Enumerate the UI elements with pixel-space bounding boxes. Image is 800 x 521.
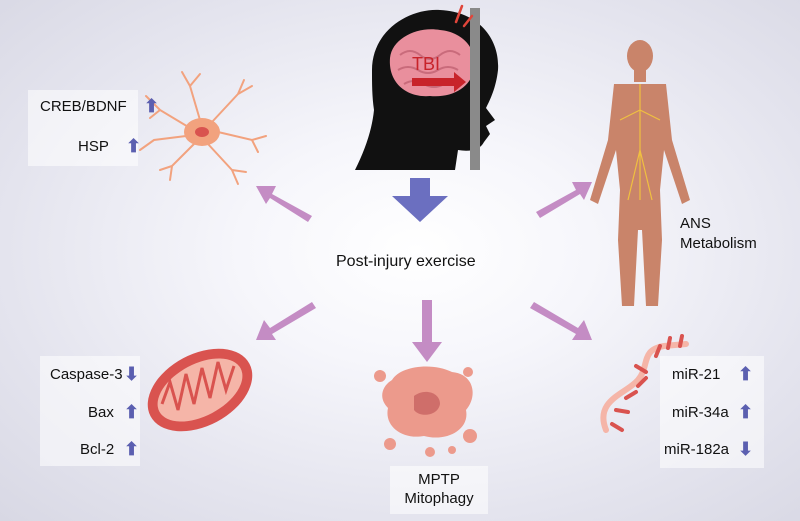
main-down-arrow: [392, 178, 448, 222]
radial-arrows: [256, 182, 592, 362]
rna-strand-icon: [600, 334, 689, 433]
up-arrow-icon: ⬆: [126, 136, 142, 156]
marker-label: miR-182a: [664, 441, 730, 458]
mitochondrion-icon: [147, 348, 253, 432]
marker-label: Bax: [88, 404, 114, 421]
mirna-marker-panel: [660, 356, 764, 468]
mitophagy-label: Mitophagy: [404, 490, 474, 507]
center-label: Post-injury exercise: [336, 253, 476, 270]
up-arrow-icon: ⬆: [124, 402, 140, 422]
marker-label: miR-34a: [672, 404, 729, 421]
human-body-icon: [590, 40, 690, 306]
mito-marker-panel: [40, 356, 140, 466]
ans-label: ANS: [680, 215, 711, 232]
marker-hsp: HSP ⬆: [78, 136, 141, 156]
up-arrow-icon: ⬆: [738, 402, 754, 422]
up-arrow-icon: ⬆: [738, 364, 754, 384]
tbi-arrow-icon: [412, 72, 466, 92]
marker-bax: Bax ⬆: [88, 402, 139, 422]
neuron-icon: [139, 71, 267, 185]
mptp-label: MPTP: [418, 471, 460, 488]
marker-caspase-3: Caspase-3 ⬇: [50, 364, 139, 384]
arrow-to-neuron: [256, 186, 312, 222]
marker-label: miR-21: [672, 366, 721, 383]
arrow-to-mirna: [530, 302, 592, 340]
impact-icon: [454, 4, 474, 28]
neuron-marker-panel: [28, 90, 138, 166]
metabolism-label: Metabolism: [680, 235, 757, 252]
marker-mir-34a: miR-34a ⬆: [672, 402, 753, 422]
marker-creb-bdnf: CREB/BDNF ⬆: [40, 96, 159, 116]
tbi-label: TBI: [412, 54, 441, 74]
mptp-cluster-icon: [374, 366, 477, 457]
mptp-panel: [390, 466, 488, 514]
body-labels: ANS Metabolism: [680, 214, 757, 254]
marker-bcl-2: Bcl-2 ⬆: [80, 439, 139, 459]
wall-icon: [470, 8, 480, 170]
up-arrow-icon: ⬆: [124, 439, 140, 459]
arrow-to-mito: [256, 302, 316, 340]
head-icon: [355, 4, 499, 171]
up-arrow-icon: ⬆: [144, 96, 160, 116]
arrow-to-mptp: [412, 300, 442, 362]
down-arrow-icon: ⬇: [738, 439, 754, 459]
marker-label: HSP: [78, 138, 109, 155]
mptp-labels: MPTP Mitophagy: [394, 470, 484, 508]
marker-mir-182a: miR-182a ⬇: [664, 439, 753, 459]
arrow-to-body: [536, 182, 592, 218]
marker-mir-21: miR-21 ⬆: [672, 364, 753, 384]
marker-label: Bcl-2: [80, 441, 115, 458]
marker-label: CREB/BDNF: [40, 98, 127, 115]
marker-label: Caspase-3: [50, 366, 123, 383]
down-arrow-icon: ⬇: [124, 364, 140, 384]
